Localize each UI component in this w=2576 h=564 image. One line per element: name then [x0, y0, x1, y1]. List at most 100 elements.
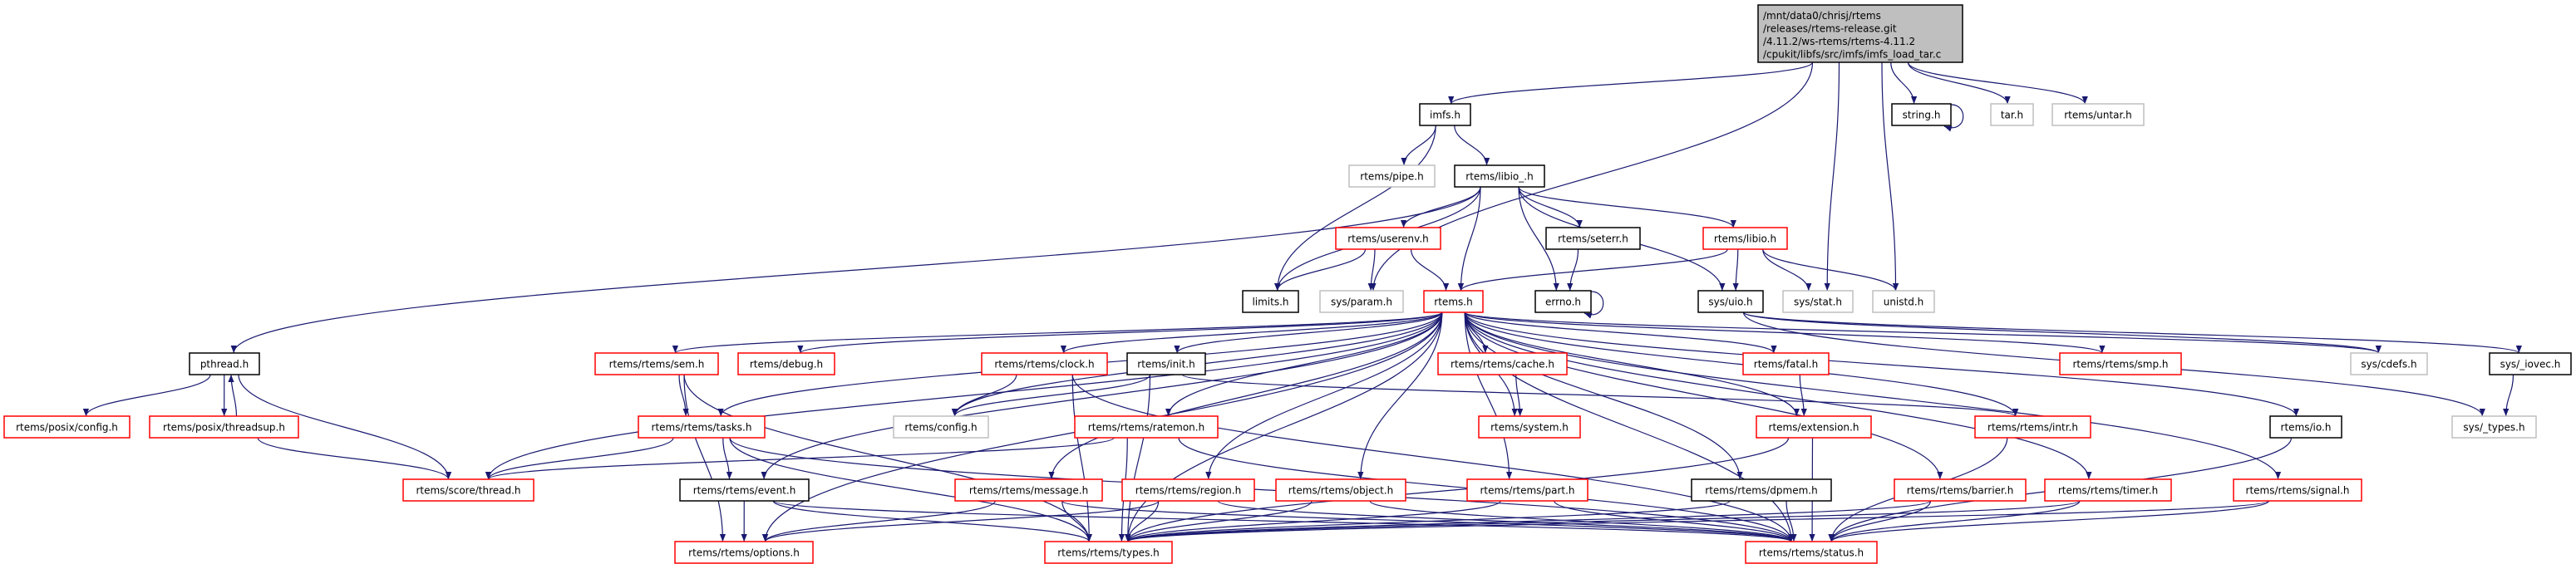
node-libio[interactable]: rtems/libio.h — [1702, 227, 1788, 250]
node-box — [1478, 415, 1581, 439]
node-extension[interactable]: rtems/extension.h — [1756, 415, 1872, 439]
node-box — [149, 415, 299, 439]
node-scorethread[interactable]: rtems/score/thread.h — [402, 478, 534, 502]
edge-libio-to-rtems — [1457, 248, 1728, 292]
edge-rtems-to-object — [1357, 311, 1443, 480]
node-untar[interactable]: rtems/untar.h — [2051, 103, 2145, 126]
node-cdefs[interactable]: sys/cdefs.h — [2350, 352, 2428, 375]
node-userenv[interactable]: rtems/userenv.h — [1335, 227, 1441, 250]
edge-libio_-to-errno — [1518, 186, 1559, 292]
node-unistd[interactable]: unistd.h — [1872, 290, 1935, 313]
node-stat[interactable]: sys/stat.h — [1782, 290, 1854, 313]
node-label-line: /cpukit/libfs/src/imfs/imfs_load_tar.c — [1763, 49, 1941, 61]
node-box — [954, 478, 1103, 502]
node-iovec[interactable]: sys/_iovec.h — [2489, 352, 2572, 375]
node-label: rtems/rtems/cache.h — [1451, 359, 1554, 370]
edge-tasks-to-types — [729, 437, 1092, 542]
node-box — [1534, 290, 1592, 313]
node-imfs[interactable]: imfs.h — [1419, 103, 1471, 126]
node-timer[interactable]: rtems/rtems/timer.h — [2044, 478, 2172, 502]
node-string[interactable]: string.h — [1891, 103, 1952, 126]
node-box — [1990, 103, 2034, 126]
node-box — [2044, 478, 2172, 502]
node-label: rtems/fatal.h — [1754, 359, 1818, 370]
node-label: rtems/posix/config.h — [16, 422, 118, 434]
node-part[interactable]: rtems/rtems/part.h — [1466, 478, 1588, 502]
node-config[interactable]: rtems/config.h — [893, 415, 989, 439]
node-label: rtems/config.h — [904, 422, 977, 434]
node-event[interactable]: rtems/rtems/event.h — [679, 478, 810, 502]
node-smp[interactable]: rtems/rtems/smp.h — [2059, 352, 2182, 375]
node-posixconfig[interactable]: rtems/posix/config.h — [3, 415, 131, 439]
node-object[interactable]: rtems/rtems/object.h — [1275, 478, 1406, 502]
node-pipe[interactable]: rtems/pipe.h — [1348, 164, 1436, 188]
node-label: string.h — [1903, 110, 1941, 121]
node-seterr[interactable]: rtems/seterr.h — [1545, 227, 1641, 250]
edge-clock-to-status — [1071, 374, 1795, 542]
node-threadsup[interactable]: rtems/posix/threadsup.h — [149, 415, 299, 439]
node-label: rtems/rtems/smp.h — [2073, 359, 2169, 370]
node-rtems[interactable]: rtems.h — [1423, 290, 1484, 313]
node-uio[interactable]: sys/uio.h — [1697, 290, 1764, 313]
node-fatal[interactable]: rtems/fatal.h — [1742, 352, 1830, 375]
node-limits[interactable]: limits.h — [1242, 290, 1299, 313]
node-intr[interactable]: rtems/rtems/intr.h — [1974, 415, 2091, 439]
node-box — [981, 352, 1108, 375]
edge-rtems-to-scorethread — [485, 311, 1443, 480]
node-message[interactable]: rtems/rtems/message.h — [954, 478, 1103, 502]
node-types[interactable]: rtems/rtems/types.h — [1044, 541, 1173, 564]
node-systypes[interactable]: sys/_types.h — [2451, 415, 2537, 439]
edge-main-to-unistd — [1881, 61, 1899, 292]
node-status[interactable]: rtems/rtems/status.h — [1745, 541, 1878, 564]
edge-init-to-config — [951, 374, 1151, 417]
node-clock[interactable]: rtems/rtems/clock.h — [981, 352, 1108, 375]
node-signal[interactable]: rtems/rtems/signal.h — [2233, 478, 2362, 502]
node-label: rtems/rtems/sem.h — [609, 359, 705, 370]
node-box — [1745, 541, 1878, 564]
edge-rtems-to-region — [1205, 311, 1443, 480]
edge-event-to-types — [772, 500, 1092, 542]
edge-rtems-to-fatal — [1464, 311, 1777, 354]
node-box — [1974, 415, 2091, 439]
node-errno[interactable]: errno.h — [1534, 290, 1592, 313]
node-label: rtems/rtems/timer.h — [2058, 485, 2158, 497]
node-tar[interactable]: tar.h — [1990, 103, 2034, 126]
node-box — [1242, 290, 1299, 313]
node-init[interactable]: rtems/init.h — [1126, 352, 1206, 375]
edge-signal-to-status — [1828, 500, 2270, 542]
node-label: rtems/debug.h — [750, 359, 823, 370]
edge-rtems-to-io — [1464, 311, 2299, 417]
node-barrier[interactable]: rtems/rtems/barrier.h — [1894, 478, 2027, 502]
node-debug[interactable]: rtems/debug.h — [737, 352, 835, 375]
edge-errno-to-errno — [1584, 291, 1604, 319]
edge-rtems-to-cdefs — [1464, 311, 2381, 354]
node-libio_[interactable]: rtems/libio_.h — [1454, 164, 1545, 188]
node-cache[interactable]: rtems/rtems/cache.h — [1437, 352, 1568, 375]
node-sem[interactable]: rtems/rtems/sem.h — [594, 352, 719, 375]
node-dpmem[interactable]: rtems/rtems/dpmem.h — [1691, 478, 1832, 502]
node-system[interactable]: rtems/system.h — [1478, 415, 1581, 439]
node-label: rtems/userenv.h — [1347, 233, 1429, 245]
node-main[interactable]: /mnt/data0/chrisj/rtems/releases/rtems-r… — [1757, 4, 1963, 63]
node-pthread[interactable]: pthread.h — [189, 352, 260, 375]
node-param[interactable]: sys/param.h — [1319, 290, 1404, 313]
node-box — [3, 415, 131, 439]
node-label: rtems/rtems/region.h — [1135, 485, 1241, 497]
edge-clock-to-types — [1071, 374, 1092, 542]
node-io[interactable]: rtems/io.h — [2269, 415, 2342, 439]
node-label: rtems/score/thread.h — [416, 485, 520, 497]
edge-init-to-types — [1125, 374, 1151, 542]
node-options[interactable]: rtems/rtems/options.h — [674, 541, 814, 564]
edge-userenv-to-rtems — [1410, 248, 1450, 292]
edge-rtems-to-smp — [1464, 311, 2106, 354]
node-ratemon[interactable]: rtems/rtems/ratemon.h — [1074, 415, 1219, 439]
node-label: tar.h — [2001, 110, 2023, 121]
edge-barrier-to-types — [1125, 500, 1932, 542]
node-label: sys/param.h — [1331, 297, 1392, 308]
node-box — [1335, 227, 1441, 250]
node-tasks[interactable]: rtems/rtems/tasks.h — [638, 415, 766, 439]
node-box — [1348, 164, 1436, 188]
node-box — [2051, 103, 2145, 126]
node-label: sys/_types.h — [2463, 422, 2524, 434]
node-region[interactable]: rtems/rtems/region.h — [1121, 478, 1255, 502]
